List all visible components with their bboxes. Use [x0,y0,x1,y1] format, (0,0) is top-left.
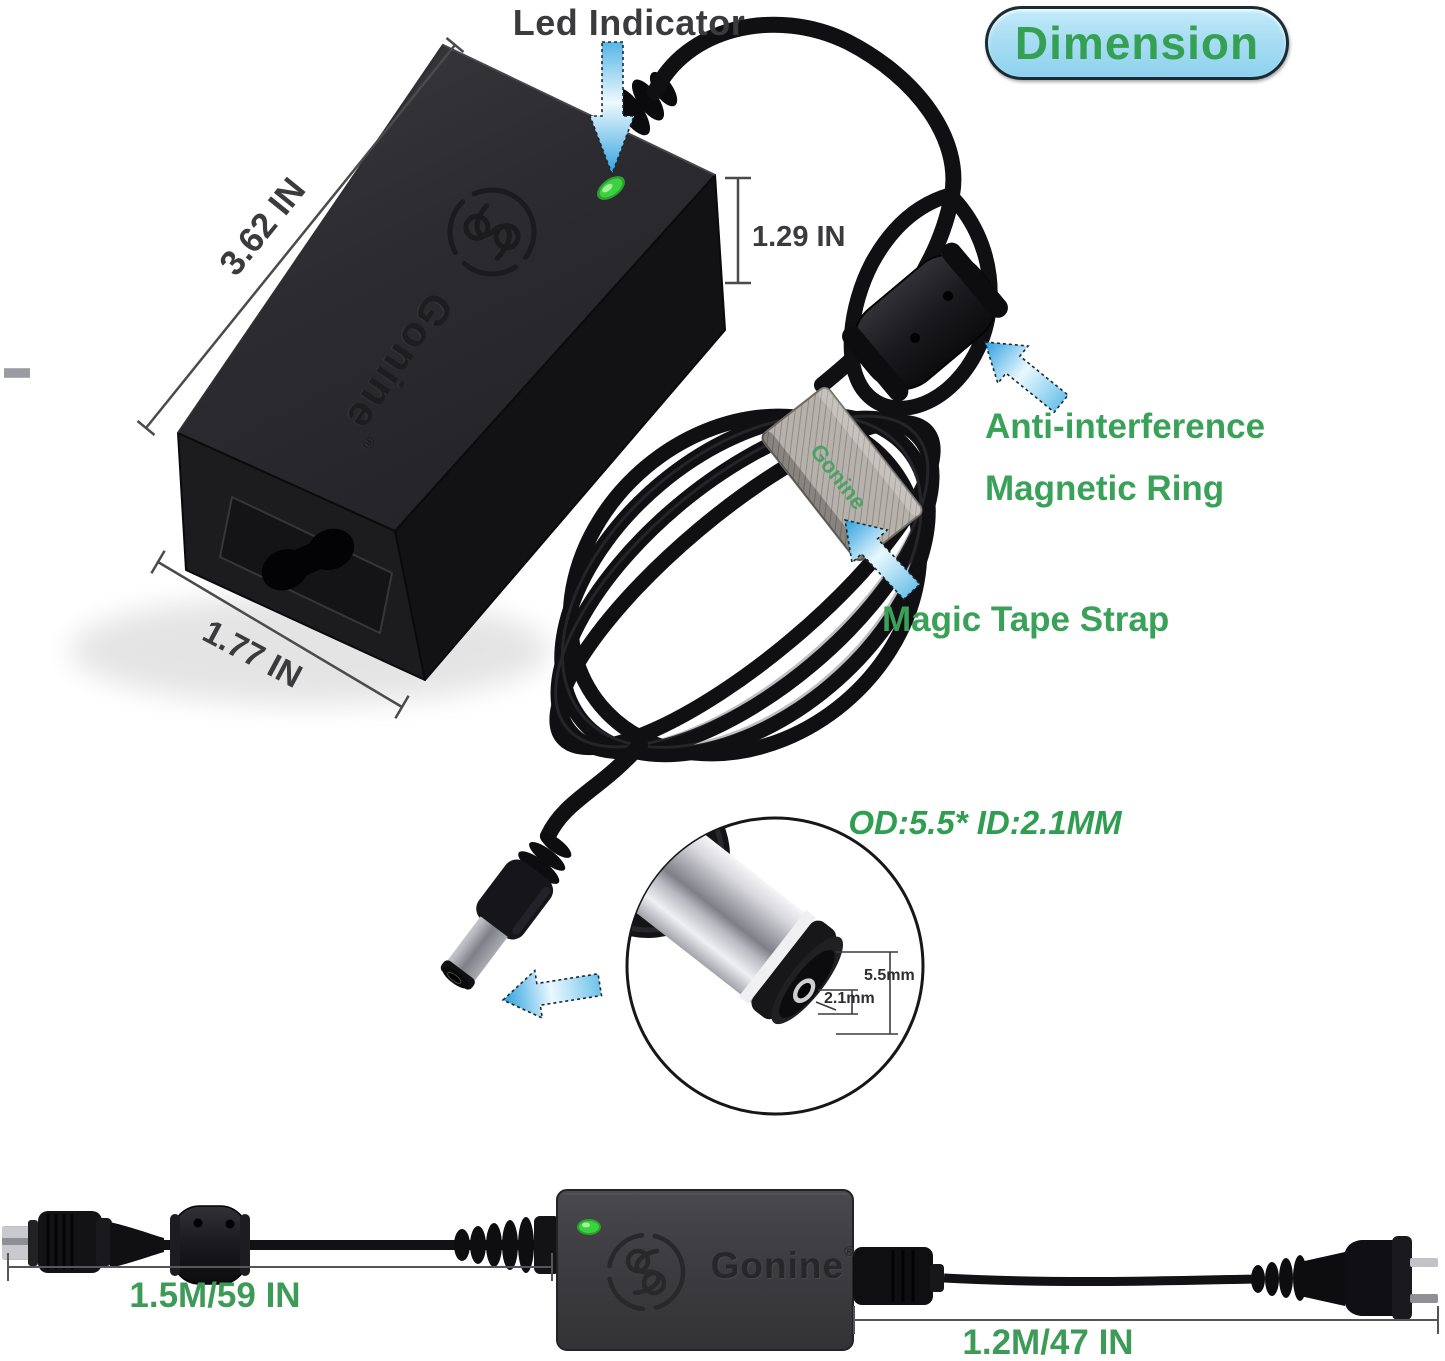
adapter-side-view [2,368,1438,1351]
registered-mark: ® [844,1243,856,1259]
c8-power-inlet [219,496,393,634]
brand-logo-icon-side [606,1232,686,1312]
ac-cord [943,1273,1257,1287]
magic-tape-strap [761,386,923,562]
inner-diameter-label: 2.1mm [824,990,875,1007]
measure-line-length [136,37,465,436]
diameter-brackets [815,951,898,1035]
anti-interference-label: Anti-interference [985,407,1266,446]
ferrite-hole [943,291,953,301]
dc-cable-length-label: 1.5M/59 IN [129,1276,301,1315]
height-measurement-label: 1.29 IN [752,221,846,253]
brand-embossed-text-side: Gonine® [698,1243,868,1287]
measure-line-ac-cable [853,1306,1439,1334]
wall-plug [1300,1236,1438,1320]
led-indicator-light-side [577,1219,601,1235]
measure-line-width [150,550,410,719]
power-adapter-angled [177,44,726,681]
plug-strain-relief [1251,1255,1307,1301]
ferrite-hole [910,333,920,343]
ac-cable-length-label: 1.2M/47 IN [962,1323,1134,1361]
arrow-left-icon [501,969,603,1020]
measure-line-dc-cable [7,1253,553,1281]
dc-plug-side [2,368,164,1273]
arrow-upleft-icon [983,341,1070,414]
outer-diameter-label: 5.5mm [864,967,915,984]
arrow-upleft-icon [844,518,922,601]
ferrite-bead [170,1205,250,1285]
led-indicator-light [597,176,625,200]
arrow-down-icon [588,41,636,177]
plug-prong [1410,1294,1438,1303]
magic-tape-strap-label: Magic Tape Strap [882,600,1170,639]
magnetic-ring [842,242,1008,402]
plug-prong [1410,1258,1438,1267]
led-indicator-label: Led Indicator [512,2,746,43]
magnetic-ring-label: Magnetic Ring [985,469,1225,508]
brand-logo-icon [447,187,537,277]
brand-name: Gonine [710,1245,845,1286]
connector-spec-label: OD:5.5* ID:2.1MM [848,804,1122,841]
strain-relief [454,1216,560,1274]
ac-inlet-plug [853,1247,944,1305]
dc-barrel-connector [440,832,572,990]
measure-line-height [725,176,751,285]
dimension-badge: Dimension [985,6,1289,80]
